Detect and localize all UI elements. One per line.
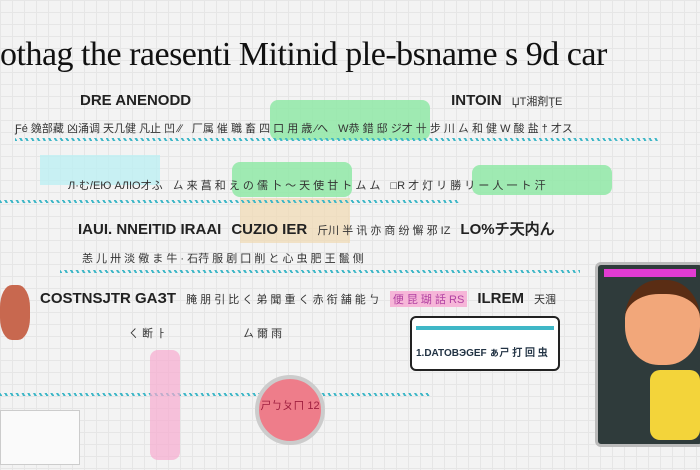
text-row: Л·む/EЮ AЛIO才ふ [68,180,163,192]
highlight-green [472,165,612,195]
text-row: Ƒé 㕙部藏 凶涌调 天几健 凡止 凹 ∕∕ [15,123,182,135]
section-header: INTOIN [451,92,502,109]
section-header: IAUI. NNEITID IRAAI [78,221,222,238]
section-header: LO%チ天内ん [460,221,555,238]
info-card-text: 1.DATOBЭGEF ぁㄕ 打 回 虫 [416,348,548,359]
divider [15,138,660,141]
divider [60,270,580,273]
header-sub: 斤川 半 讯 亦 商 纷 懈 邪 IZ [317,225,451,237]
header-line: IAUI. NNEITID IRAAI CUZIO IER 斤川 半 讯 亦 商… [78,218,555,239]
character-figure [0,285,30,340]
highlight-label: 便 昆 瑚 話 RS [389,291,468,307]
header-line: DRE ANENODD INTOIN ЏТ湘剤ŢE [80,92,562,109]
pink-brush-stroke [150,350,180,460]
highlight-box [240,198,350,243]
text-line: 恙 儿 卅 淡 儆 ま 牛 · 石荇 服 剧 囗 削 と 心 虫 肥 王 鬛 侧 [82,250,364,266]
header-sub: ЏТ湘剤ŢE [511,96,563,108]
text-row: W恭 錯 邸 ジ才 卄 步 川 ㄙ 和 健 W 酸 盐 † 才ス [338,123,573,135]
text-line: Ƒé 㕙部藏 凶涌调 天几健 凡止 凹 ∕∕ 厂属 催 職 畜 四 口 用 歳 … [15,120,573,136]
cartoon-character-face [625,280,700,365]
text-line: Л·む/EЮ AЛIO才ふ ㄙ 来 菖 和 え の 儒 卜 ～ 天 使 甘 ト … [68,177,546,193]
progress-bar [416,326,554,330]
header-sub: 天涠 [534,294,556,306]
highlight-cyan [40,155,160,185]
tablet-top-bar [604,269,696,277]
highlight-green [232,162,352,197]
text-row: ㄑ 断 ㅏ [128,328,167,340]
divider [0,200,460,203]
section-header: DRE ANENODD [80,92,192,109]
section-header: CUZIO IER [231,221,308,238]
section-header: COSTNSJTR GAЗT [40,290,177,307]
text-row: ㄙ 来 菖 和 え の 儒 卜 ～ 天 使 甘 ト ム ム [172,180,381,192]
info-card: 1.DATOBЭGEF ぁㄕ 打 回 虫 [410,316,560,371]
round-badge: ㄕㄅㄆㄇ 12 [255,375,325,445]
text-row: □R 才 灯 リ 勝 リ ー 人 一 ト 汗 [390,180,546,192]
header-line: COSTNSJTR GAЗT 腌 朋 引 比 く 弟 聞 重 く 赤 衔 舗 能… [40,290,556,307]
text-row: ㄙ 爾 雨 [243,328,283,340]
text-row: 恙 儿 卅 淡 儆 ま 牛 · 石荇 服 剧 囗 削 と 心 虫 肥 王 鬛 侧 [82,253,364,265]
highlight-green [270,100,430,140]
divider [0,393,430,396]
header-sub: 腌 朋 引 比 く 弟 聞 重 く 赤 衔 舗 能 ㄅ [186,294,380,306]
cartoon-character-body [650,370,700,440]
page-title: othag the raesenti Mitinid ple-bsname s … [0,36,607,73]
text-row-highlight: 厂属 催 職 畜 四 口 用 歳 ∕へ [191,123,329,135]
keyboard-image [0,410,80,465]
section-header: ILREM [477,290,524,307]
